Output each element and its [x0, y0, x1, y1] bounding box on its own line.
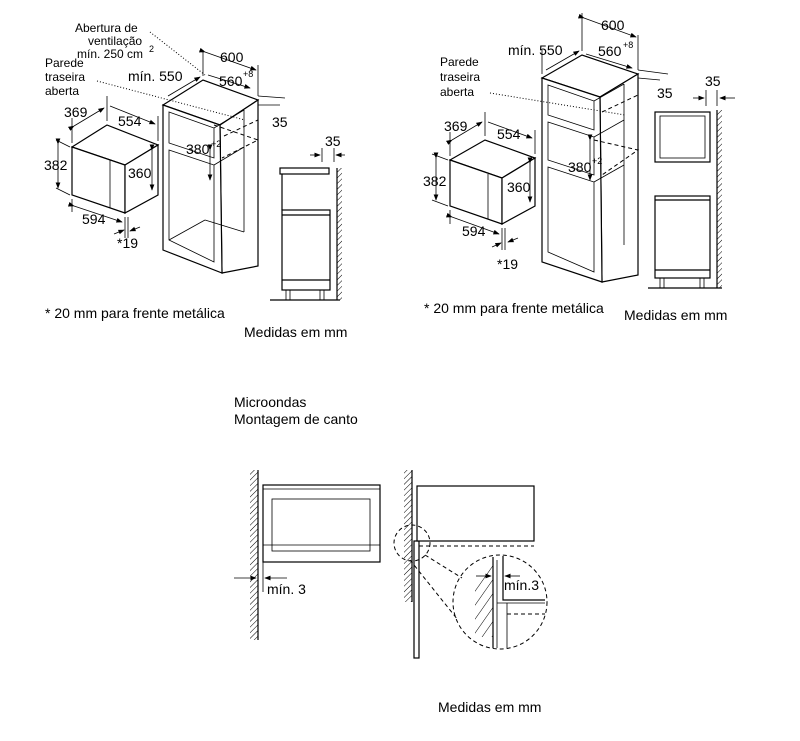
wall-label-1: Parede	[45, 56, 84, 70]
dim-35-cabinet: 35	[657, 85, 673, 101]
wall-label-3: aberta	[440, 85, 474, 99]
dim-594: 594	[462, 223, 486, 239]
dim-360: 360	[507, 179, 531, 195]
vent-label-1: Abertura de	[75, 21, 138, 35]
vent-label-3: mín. 250 cm	[77, 47, 143, 61]
dim-369: 369	[444, 118, 468, 134]
dim-380-tol: +2	[592, 156, 602, 166]
dim-min550: mín. 550	[508, 42, 563, 58]
cabinet-iso	[161, 79, 260, 274]
dim-382: 382	[423, 173, 447, 189]
dim-600: 600	[601, 17, 625, 33]
dim-554: 554	[497, 126, 521, 142]
vent-sup: 2	[149, 44, 154, 54]
panel-right: Parede traseira aberta 600 mín. 550 560 …	[423, 13, 735, 323]
dim-382: 382	[44, 157, 68, 173]
dim-360: 360	[128, 165, 152, 181]
dim-19: *19	[117, 235, 138, 251]
dim-min550: mín. 550	[128, 68, 183, 84]
dim-560: 560	[598, 43, 622, 59]
dim-380: 380	[186, 141, 210, 157]
wall-label-1: Parede	[440, 55, 479, 69]
corner-title-2: Montagem de canto	[234, 411, 358, 427]
dim-560-tol: +8	[243, 69, 253, 79]
corner-title-1: Microondas	[234, 394, 306, 410]
dim-35-side: 35	[325, 133, 341, 149]
min3-detail: mín.3	[504, 577, 539, 593]
dim-369: 369	[64, 104, 88, 120]
vent-label-2: ventilação	[88, 34, 142, 48]
panel-left: Abertura de ventilação mín. 250 cm 2 Par…	[44, 21, 347, 340]
dim-35-cabinet: 35	[272, 114, 288, 130]
min3-front: mín. 3	[267, 581, 306, 597]
dim-380-tol: +2	[211, 139, 221, 149]
panel-corner-mounting: Microondas Montagem de canto mín. 3	[234, 394, 548, 715]
footnote: * 20 mm para frente metálica	[424, 300, 604, 316]
wall-label-3: aberta	[45, 84, 79, 98]
dim-35-side: 35	[705, 73, 721, 89]
dim-380: 380	[568, 159, 592, 175]
units-label: Medidas em mm	[438, 699, 541, 715]
footnote: * 20 mm para frente metálica	[45, 305, 225, 321]
wall-label-2: traseira	[440, 70, 480, 84]
dim-600: 600	[220, 49, 244, 65]
dim-594: 594	[82, 211, 106, 227]
cabinet-iso	[540, 54, 640, 283]
dim-560: 560	[219, 73, 243, 89]
dim-560-tol: +8	[623, 40, 633, 50]
dim-554: 554	[118, 113, 142, 129]
units-label: Medidas em mm	[624, 307, 727, 323]
side-view	[648, 90, 735, 289]
dim-19: *19	[497, 256, 518, 272]
units-label: Medidas em mm	[244, 324, 347, 340]
side-view	[270, 148, 345, 301]
microwave-iso	[448, 139, 537, 226]
detail-view: mín.3	[475, 556, 545, 648]
wall-label-2: traseira	[45, 70, 85, 84]
